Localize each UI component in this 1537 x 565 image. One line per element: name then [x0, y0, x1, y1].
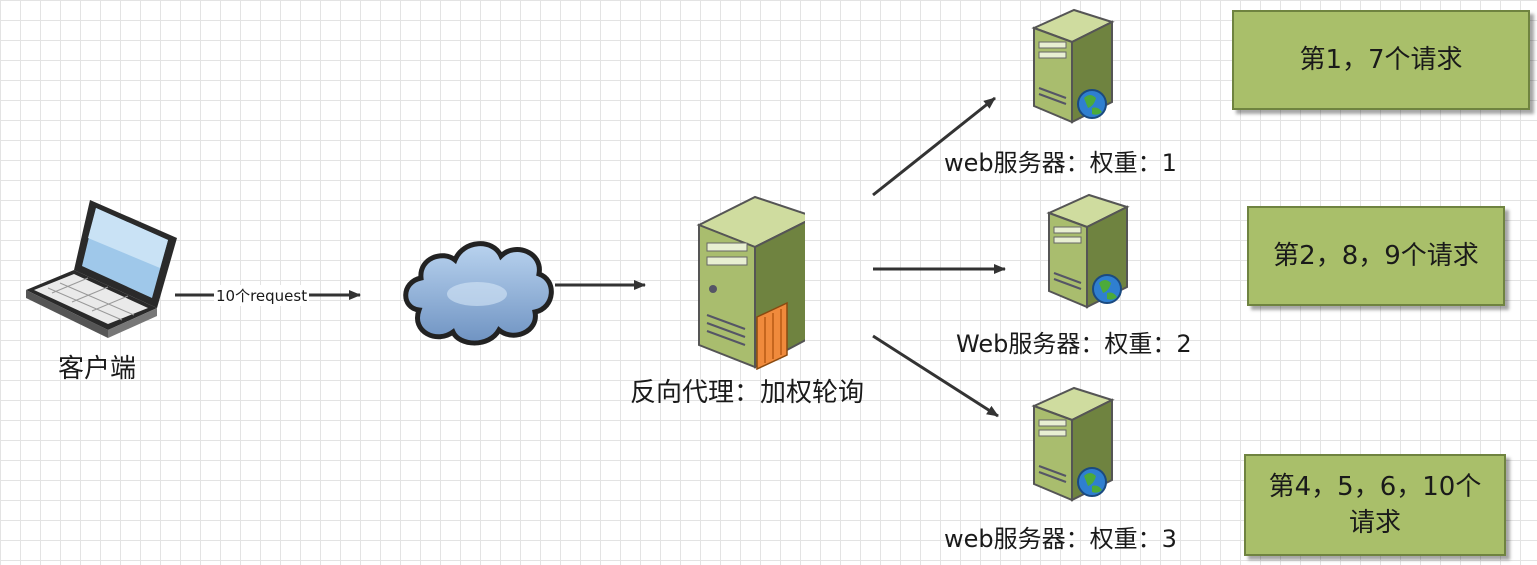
server-2-label: Web服务器：权重：2 [956, 330, 1192, 358]
arrow-proxy-to-server-3 [872, 334, 999, 418]
proxy-server-icon [696, 195, 805, 370]
web-server-1-icon [1031, 8, 1115, 124]
result-box-2-line-1: 第2，8，9个请求 [1273, 240, 1479, 271]
web-server-2-icon [1046, 193, 1130, 309]
client-label: 客户端 [58, 354, 137, 384]
result-box-3-line-1: 第4，5，6，10个 [1268, 471, 1482, 502]
result-box-3-line-2: 请求 [1348, 508, 1401, 538]
request-count-label: 10个request [214, 285, 310, 306]
result-box-server-2: 第2，8，9个请求 [1247, 206, 1505, 306]
result-box-1-line-1: 第1，7个请求 [1299, 44, 1463, 75]
laptop-icon [26, 200, 177, 338]
server-3-label: web服务器：权重：3 [944, 525, 1177, 553]
cloud-icon [403, 241, 554, 346]
web-server-3-icon [1031, 386, 1115, 502]
arrow-proxy-to-server-1 [872, 96, 996, 197]
result-box-server-1: 第1，7个请求 [1232, 10, 1530, 110]
server-1-label: web服务器：权重：1 [944, 149, 1177, 177]
proxy-label: 反向代理：加权轮询 [630, 378, 865, 408]
result-box-server-3: 第4，5，6，10个 请求 [1244, 454, 1506, 556]
